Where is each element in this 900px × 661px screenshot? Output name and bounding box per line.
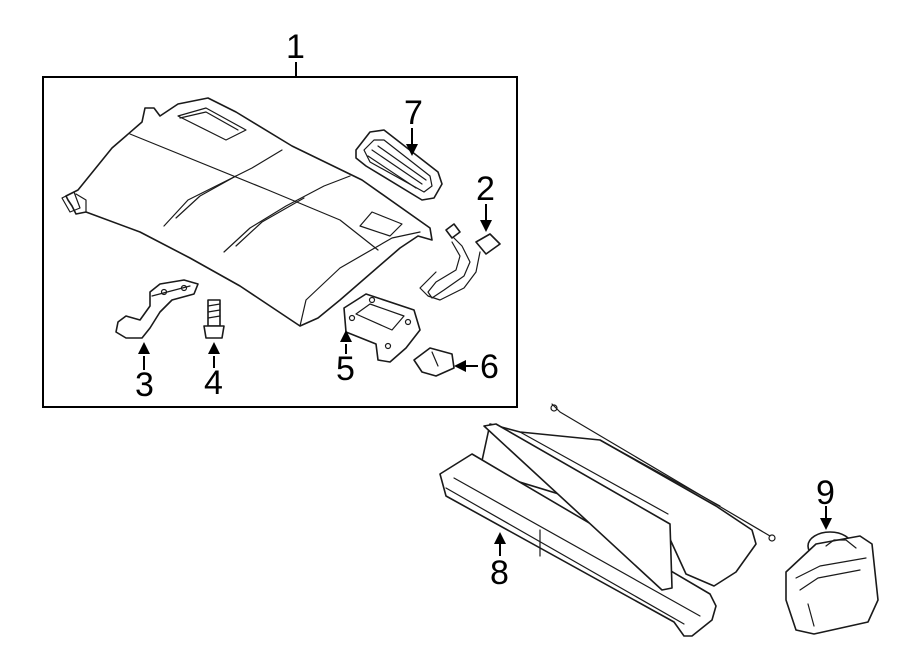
wire-harness-part[interactable] [419,223,501,301]
callout-2: 2 [476,170,495,208]
vent-grille-part[interactable] [355,129,443,201]
clip-part[interactable] [413,347,455,377]
assembly-frame [42,76,518,408]
arrow-9 [820,518,832,530]
callout-3: 3 [135,366,154,404]
callout-4: 4 [204,364,223,402]
arrow-3 [138,342,150,354]
mounting-bracket-part[interactable] [343,293,421,363]
callout-5: 5 [336,350,355,388]
cargo-cover-part[interactable] [439,403,776,637]
callout-7: 7 [404,94,423,132]
callout-9: 9 [816,474,835,512]
arrow-4 [208,342,220,354]
storage-bag-part[interactable] [785,531,879,635]
arrow-7 [406,144,418,156]
arrow-8 [494,532,506,544]
callout-6: 6 [480,348,499,386]
arrow-5 [340,330,352,342]
callout-1: 1 [286,28,305,66]
bolt-part[interactable] [203,299,225,339]
hinge-bracket-part[interactable] [115,279,199,339]
arrow-2 [480,220,492,232]
arrow-6 [454,360,466,372]
package-tray-part[interactable] [61,97,433,327]
callout-8: 8 [490,554,509,592]
